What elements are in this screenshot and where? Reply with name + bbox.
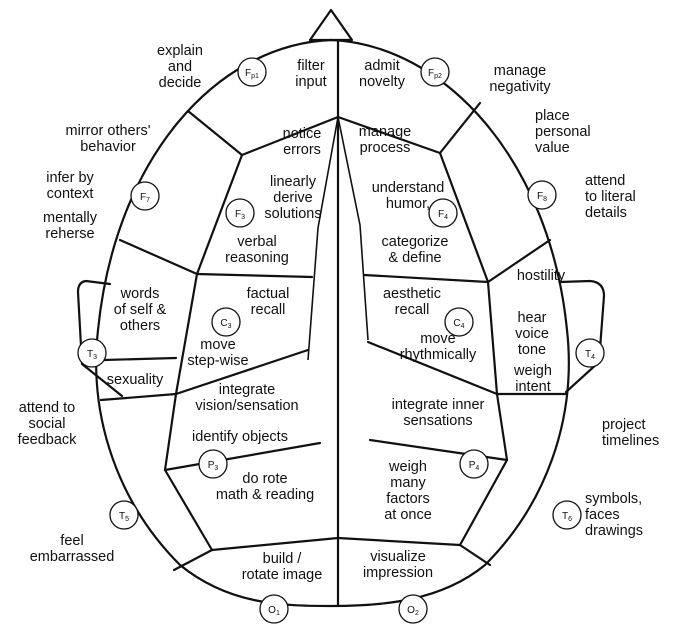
electrode-label: C4 — [453, 318, 464, 330]
electrode-p4: P4 — [459, 449, 489, 479]
electrode-label: O1 — [268, 605, 280, 617]
electrode-label: F7 — [140, 192, 150, 204]
head-outline — [95, 38, 570, 608]
left-ear — [76, 279, 124, 398]
electrode-t6: T6 — [552, 500, 582, 530]
nose-marker — [308, 8, 354, 42]
electrode-t5: T5 — [109, 500, 139, 530]
left-region-lines — [99, 109, 340, 572]
electrode-label: Fp2 — [428, 68, 442, 80]
electrode-label: Fp1 — [245, 68, 259, 80]
electrode-t3: T3 — [77, 338, 107, 368]
region-label-categorize-define: categorize& define — [382, 234, 449, 266]
electrode-t4: T4 — [575, 338, 605, 368]
electrode-fp1: Fp1 — [237, 57, 267, 87]
electrode-o2: O2 — [398, 594, 428, 624]
electrode-o1: O1 — [259, 594, 289, 624]
outside-label-mirror-others: mirror others'behavior — [66, 123, 151, 155]
electrode-label: T5 — [119, 511, 129, 523]
electrode-label: C3 — [220, 318, 231, 330]
electrode-label: T6 — [562, 511, 572, 523]
electrode-c4: C4 — [444, 307, 474, 337]
electrode-label: F8 — [537, 191, 547, 203]
electrode-c3: C3 — [211, 307, 241, 337]
electrode-label: T3 — [87, 349, 97, 361]
region-label-build-rotate: build /rotate image — [242, 551, 323, 583]
central-wedge — [307, 116, 369, 361]
electrode-label: F3 — [235, 209, 245, 221]
region-label-hostility: hostility — [517, 268, 566, 284]
electrode-p3: P3 — [198, 449, 228, 479]
region-label-sexuality: sexuality — [107, 372, 164, 388]
right-region-lines — [336, 101, 568, 567]
electrode-f3: F3 — [225, 198, 255, 228]
electrode-label: P4 — [469, 460, 480, 472]
electrode-label: O2 — [407, 605, 419, 617]
electrode-f4: F4 — [428, 198, 458, 228]
electrode-fp2: Fp2 — [420, 57, 450, 87]
electrode-f7: F7 — [130, 181, 160, 211]
electrode-f8: F8 — [527, 180, 557, 210]
electrode-label: P3 — [208, 460, 219, 472]
electrode-label: T4 — [585, 349, 595, 361]
region-label-identify-objects: identify objects — [192, 429, 288, 445]
electrode-label: F4 — [438, 209, 448, 221]
right-ear — [558, 279, 606, 394]
